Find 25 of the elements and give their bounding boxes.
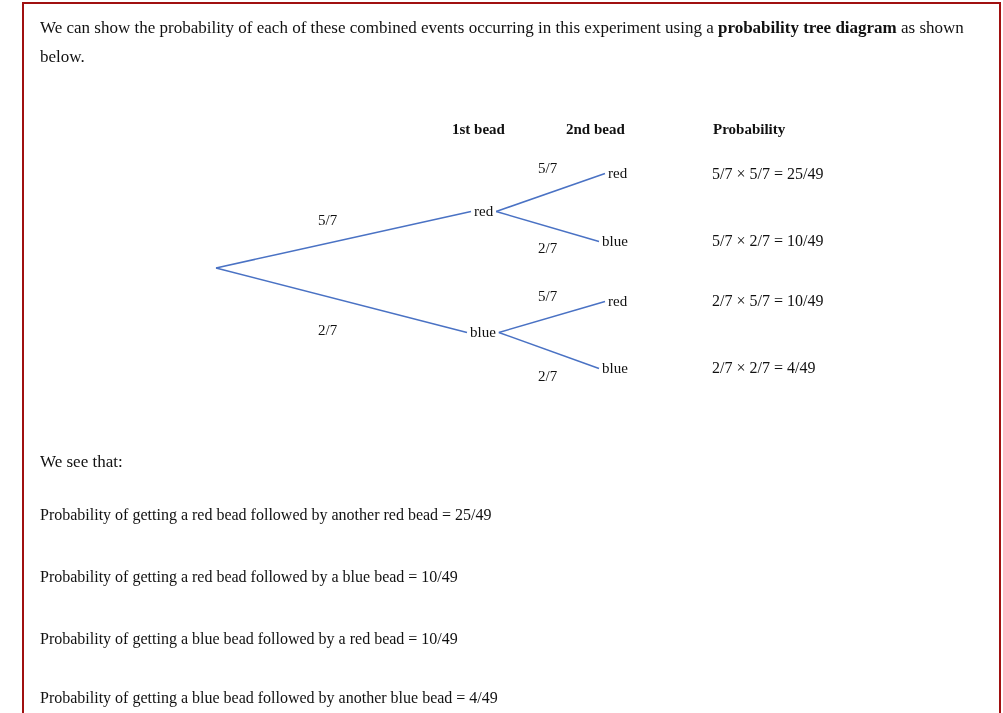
probability-product: 2/7 × 5/7 = 10/49 <box>712 291 824 311</box>
tree-branch <box>215 210 472 269</box>
tree-branch <box>215 267 468 334</box>
probability-product: 5/7 × 5/7 = 25/49 <box>712 164 824 184</box>
tree-branch <box>498 300 606 334</box>
tree-branch <box>495 210 600 243</box>
sentence: Probability of getting a red bead followed by a blue bead = 10/49 <box>40 567 458 587</box>
text-line: We see that: <box>40 452 123 473</box>
tree-branch <box>498 331 600 370</box>
edge-label: 5/7 <box>538 160 558 177</box>
edge-label: 2/7 <box>538 368 558 385</box>
edge-label: 5/7 <box>538 288 558 305</box>
column-heading: 1st bead <box>452 120 505 138</box>
edge-label: 5/7 <box>318 212 338 229</box>
sentence: Probability of getting a blue bead followed by another blue bead = 4/49 <box>40 688 498 708</box>
edge-label: 2/7 <box>318 322 338 339</box>
tree-branch <box>495 172 606 213</box>
column-heading: 2nd bead <box>566 120 625 138</box>
edge-label: 2/7 <box>538 240 558 257</box>
column-heading: Probability <box>713 120 786 138</box>
probability-product: 2/7 × 2/7 = 4/49 <box>712 358 816 378</box>
sentence: Probability of getting a red bead followed by another red bead = 25/49 <box>40 505 492 525</box>
intro-paragraph: We can show the probability of each of these combined events occurring in this experiment using a probability tree diagram as shown below. <box>40 17 965 68</box>
probability-product: 5/7 × 2/7 = 10/49 <box>712 231 824 251</box>
sentence: Probability of getting a blue bead followed by a red bead = 10/49 <box>40 629 458 649</box>
